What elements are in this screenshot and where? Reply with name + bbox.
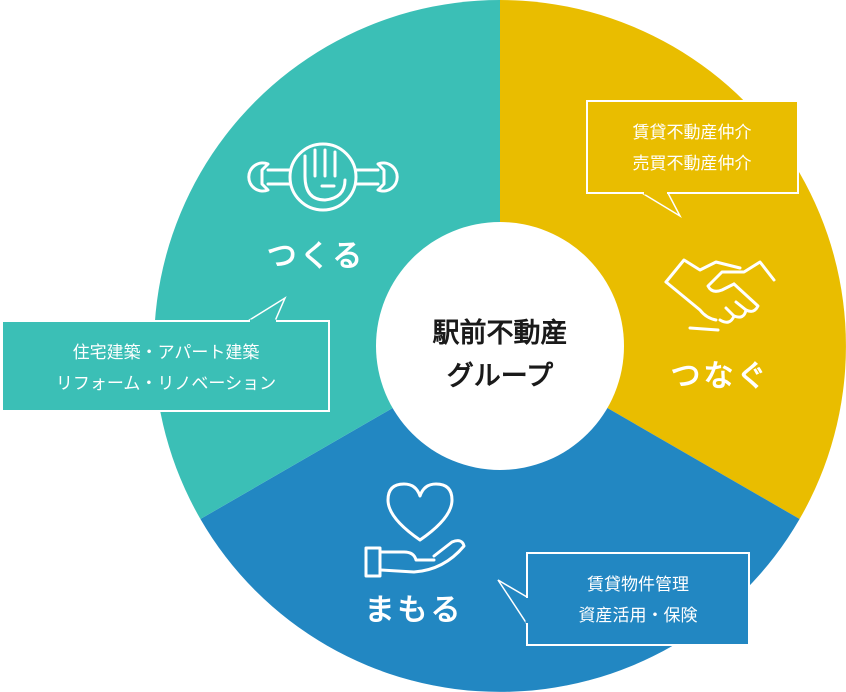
fist-wrench-icon <box>247 142 399 212</box>
callout-text-tsukuru-line1: 住宅建築・アパート建築 <box>73 343 260 363</box>
callout-text-tsunagu-line1: 賃貸不動産仲介 <box>633 123 752 143</box>
center-circle <box>376 222 624 470</box>
callout-text-tsukuru-line2: リフォーム・リノベーション <box>56 374 276 394</box>
center-title-line1: 駅前不動産 <box>433 317 568 349</box>
callout-text-mamoru-line1: 賃貸物件管理 <box>587 575 689 595</box>
handshake-icon <box>664 258 776 332</box>
callout-text-mamoru-line2: 資産活用・保険 <box>579 606 698 626</box>
center-title-line2: グループ <box>447 360 554 392</box>
callout-text-tsunagu-line2: 売買不動産仲介 <box>633 154 752 174</box>
callout-box-tsunagu <box>586 100 799 194</box>
callout-box-mamoru <box>526 552 750 646</box>
heart-hand-icon <box>364 482 466 578</box>
callout-box-tsukuru <box>1 320 330 412</box>
segment-label-tsukuru: つくる <box>267 239 365 274</box>
segment-label-tsunagu: つなぐ <box>671 359 770 394</box>
segment-label-mamoru: まもる <box>365 593 464 628</box>
